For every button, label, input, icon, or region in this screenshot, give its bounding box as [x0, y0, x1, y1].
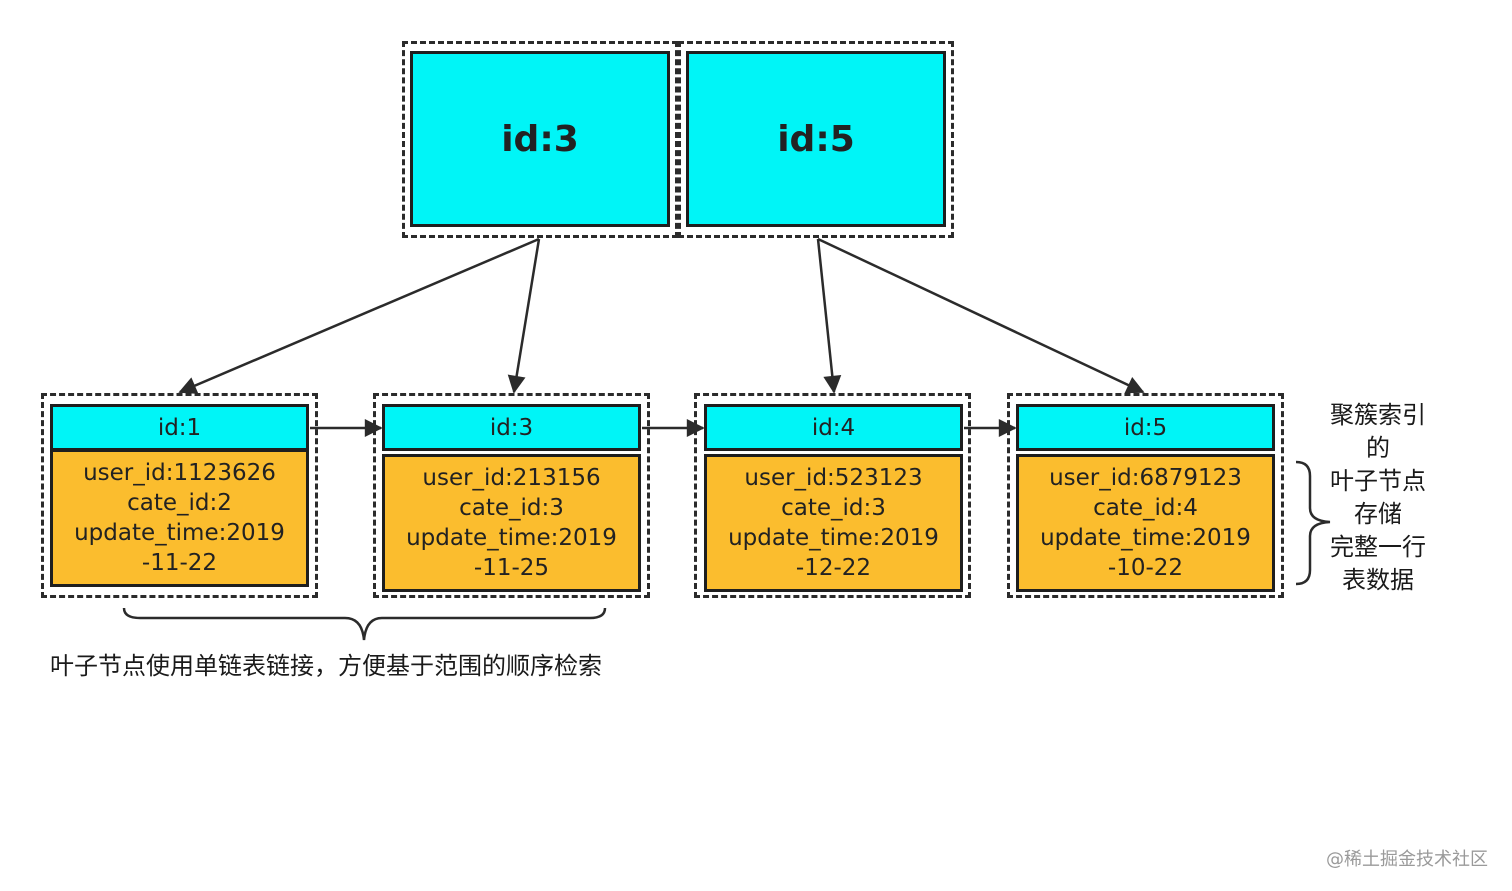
leaf-2-update-time: update_time:2019 — [406, 525, 617, 551]
leaf-4-key: id:5 — [1016, 404, 1275, 451]
leaf-2-update-date: -11-25 — [473, 555, 550, 581]
side-annotation: 聚簇索引 的 叶子节点 存储 完整一行 表数据 — [1318, 399, 1438, 597]
leaf-2-cate-id: cate_id:3 — [459, 495, 564, 521]
leaf-2-user-id: user_id:213156 — [422, 465, 601, 491]
bottom-brace — [122, 607, 607, 641]
leaf-3-key: id:4 — [704, 404, 963, 451]
bottom-annotation: 叶子节点使用单链表链接，方便基于范围的顺序检索 — [50, 652, 602, 680]
leaf-1-row-data: user_id:1123626 cate_id:2 update_time:20… — [50, 449, 309, 587]
leaf-1-update-time: update_time:2019 — [74, 520, 285, 546]
leaf-2-row-data: user_id:213156 cate_id:3 update_time:201… — [382, 454, 641, 592]
leaf-1-key: id:1 — [50, 404, 309, 451]
side-annotation-line-4: 存储 — [1354, 500, 1402, 528]
pointer-root3-to-leaf1 — [178, 237, 540, 394]
leaf-4-user-id: user_id:6879123 — [1049, 465, 1242, 491]
leaf-3-update-date: -12-22 — [795, 555, 872, 581]
leaf-1-user-id: user_id:1123626 — [83, 460, 276, 486]
leaf-1-update-date: -11-22 — [141, 550, 218, 576]
root-node-id-3: id:3 — [410, 51, 670, 227]
leaf-3-row-data: user_id:523123 cate_id:3 update_time:201… — [704, 454, 963, 592]
side-annotation-line-6: 表数据 — [1342, 566, 1414, 594]
leaf-wrapper-3 — [694, 393, 971, 598]
side-annotation-line-5: 完整一行 — [1330, 533, 1426, 561]
leaf-4-cate-id: cate_id:4 — [1093, 495, 1198, 521]
root-node-id-5: id:5 — [686, 51, 946, 227]
leaf-1-cate-id: cate_id:2 — [127, 490, 232, 516]
pointer-root5-to-leaf5 — [817, 237, 1145, 394]
pointer-root5-to-leaf4 — [816, 238, 842, 394]
side-annotation-line-3: 叶子节点 — [1330, 467, 1426, 495]
leaf-3-update-time: update_time:2019 — [728, 525, 939, 551]
leaf-2-key: id:3 — [382, 404, 641, 451]
side-annotation-line-2: 的 — [1366, 434, 1390, 462]
root-node-wrapper-1 — [402, 41, 678, 238]
leaf-wrapper-4 — [1007, 393, 1284, 598]
leaf-4-update-date: -10-22 — [1107, 555, 1184, 581]
side-brace — [1295, 460, 1331, 586]
pointer-root3-to-leaf3 — [507, 238, 541, 394]
side-annotation-line-1: 聚簇索引 — [1330, 401, 1426, 429]
leaf-4-update-time: update_time:2019 — [1040, 525, 1251, 551]
leaf-wrapper-1 — [41, 393, 318, 598]
leaf-wrapper-2 — [373, 393, 650, 598]
leaf-4-row-data: user_id:6879123 cate_id:4 update_time:20… — [1016, 454, 1275, 592]
leaf-3-cate-id: cate_id:3 — [781, 495, 886, 521]
root-node-wrapper-2 — [678, 41, 954, 238]
leaf-3-user-id: user_id:523123 — [744, 465, 923, 491]
watermark: @稀土掘金技术社区 — [1326, 849, 1488, 870]
